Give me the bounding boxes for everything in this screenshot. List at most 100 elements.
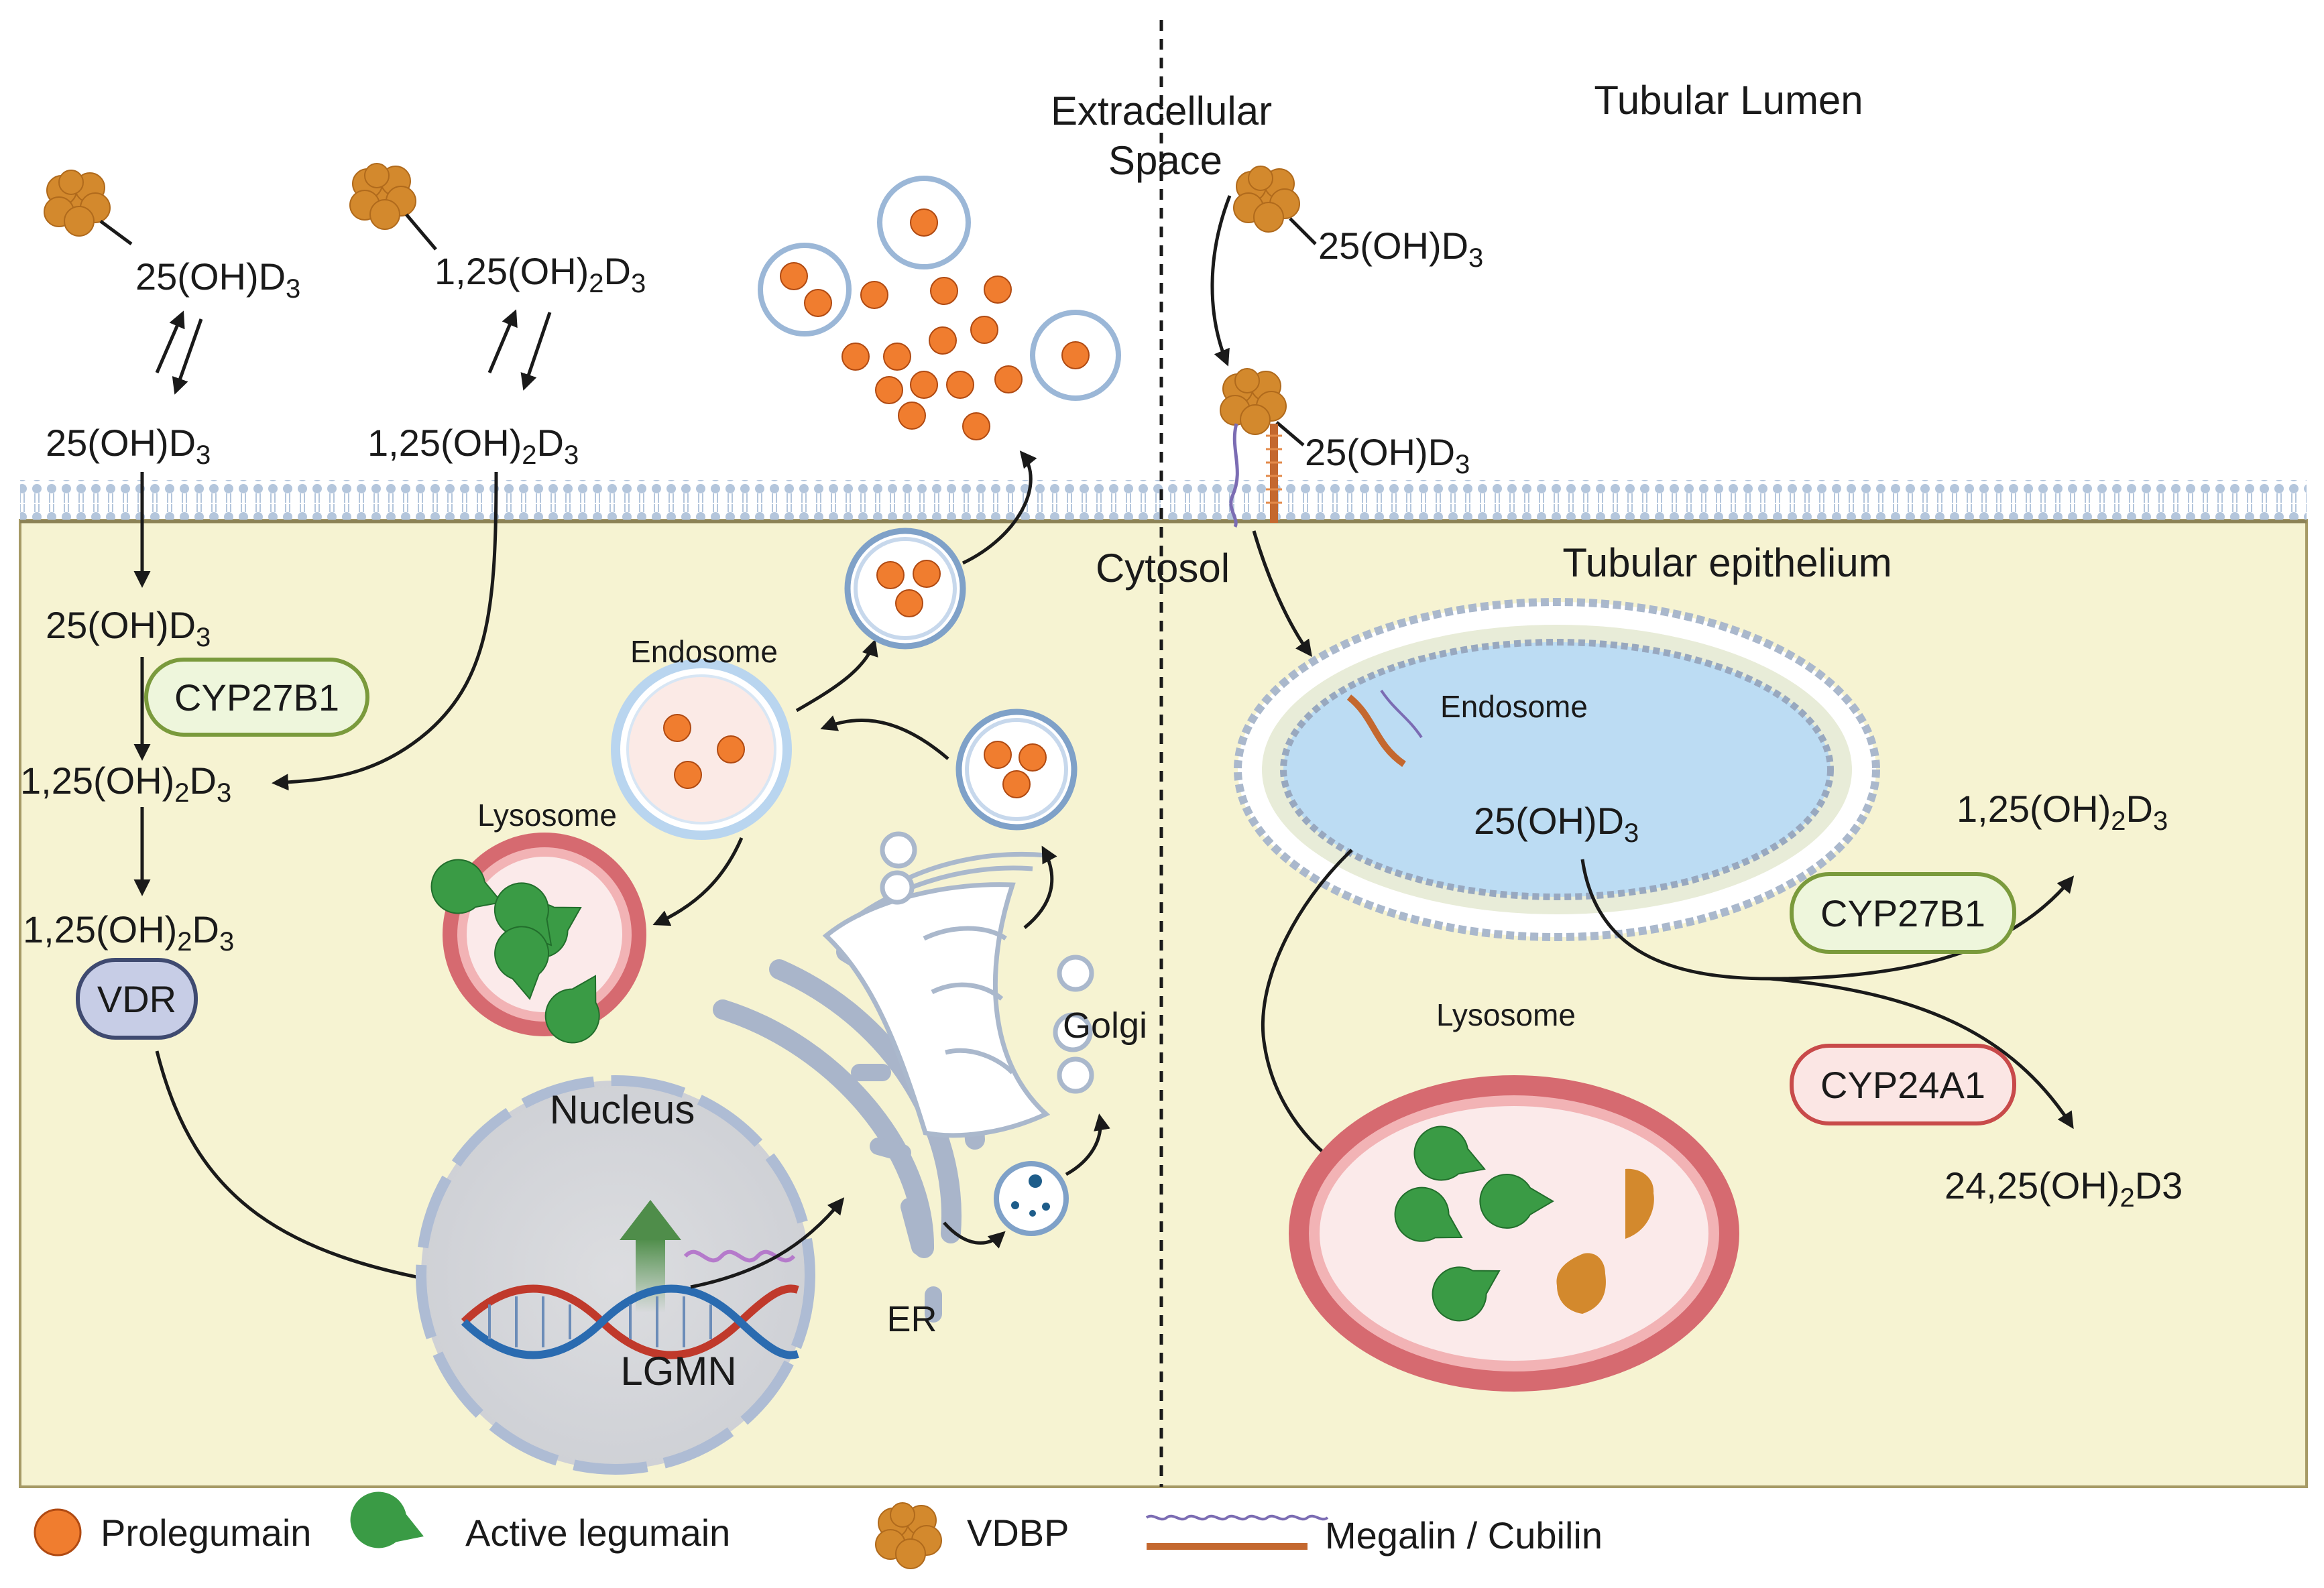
svg-text:24,25(OH)2D3: 24,25(OH)2D3 (1944, 1164, 2183, 1213)
active-legumain-icon (430, 859, 503, 914)
label-125ohd3-vdr: 1,25(OH)2D3 (23, 908, 234, 957)
vdbp-icon (44, 170, 111, 237)
prolegumain-icon (717, 735, 745, 764)
svg-text:Megalin / Cubilin: Megalin / Cubilin (1325, 1514, 1603, 1556)
svg-text:25(OH)D3: 25(OH)D3 (46, 422, 211, 470)
label-25ohd3-bound: 25(OH)D3 (135, 255, 300, 304)
legend: Prolegumain Active legumain VDBP Megalin… (34, 1491, 1603, 1569)
prolegumain-icon (984, 276, 1012, 304)
lgmn-gene-label: LGMN (620, 1349, 736, 1394)
golgi-vesicle (955, 709, 1078, 831)
svg-text:Nucleus: Nucleus (550, 1087, 695, 1132)
active-legumain-icon (1432, 1266, 1501, 1322)
megalin-receptor (1229, 423, 1282, 528)
prolegumain-icon (841, 343, 870, 371)
label-25ohd3-receptor: 25(OH)D3 (1305, 431, 1470, 479)
prolegumain-icon (674, 761, 702, 789)
active-legumain-icon (544, 975, 600, 1044)
nucleus: Nucleus (416, 1075, 815, 1475)
er-vesicle (994, 1161, 1069, 1236)
legend-vdbp-icon (875, 1502, 942, 1569)
active-legumain-icon (494, 926, 550, 1000)
endosome-left-label: Endosome (630, 634, 778, 669)
prolegumain-icon (780, 262, 808, 290)
svg-text:25(OH)D3: 25(OH)D3 (1318, 225, 1483, 273)
cyp24a1-badge: CYP24A1 (1790, 1044, 2016, 1125)
svg-text:1,25(OH)2D3: 1,25(OH)2D3 (434, 250, 646, 298)
megalin-receptor (1380, 689, 1423, 739)
legend-prolegumain-icon (34, 1508, 82, 1556)
cyp27b1-badge: CYP27B1 (144, 658, 369, 737)
prolegumain-icon (962, 412, 990, 440)
svg-text:Active legumain: Active legumain (465, 1512, 730, 1554)
svg-text:1,25(OH)2D3: 1,25(OH)2D3 (23, 908, 234, 957)
svg-text:CYP27B1: CYP27B1 (1820, 892, 1985, 934)
prolegumain-icon (910, 371, 938, 399)
legend-megalin-cubilin-icon (1145, 1514, 1329, 1550)
cytosol-label: Cytosol (1096, 546, 1230, 591)
lysosome-right-label: Lysosome (1436, 997, 1576, 1032)
svg-text:Prolegumain: Prolegumain (101, 1512, 311, 1554)
lysosome-left-label: Lysosome (477, 798, 617, 833)
secretory-vesicle (844, 528, 966, 650)
golgi (822, 831, 1094, 1138)
prolegumain-icon (876, 561, 905, 589)
active-legumain-icon (1394, 1186, 1463, 1242)
svg-text:25(OH)D3: 25(OH)D3 (1474, 800, 1639, 848)
megalin-receptor (1346, 694, 1406, 768)
label-125ohd3-bound: 1,25(OH)2D3 (434, 250, 646, 298)
prolegumain-icon (663, 714, 691, 742)
degraded-vdbp-icon (1556, 1168, 1654, 1314)
plasma-membrane (20, 480, 2307, 522)
vdr-badge: VDR (76, 958, 198, 1040)
vdbp-icon (349, 163, 416, 230)
prolegumain-icon (1002, 770, 1031, 798)
lysosome-right (1289, 1075, 1739, 1392)
label-25ohd3-free: 25(OH)D3 (46, 422, 211, 470)
label-125ohd3-right: 1,25(OH)2D3 (1957, 788, 2168, 836)
active-legumain-icon (1413, 1125, 1486, 1181)
extracellular-label-2: Space (1108, 138, 1222, 183)
prolegumain-icon (910, 208, 938, 237)
er-label: ER (886, 1299, 937, 1339)
prolegumain-icon (929, 326, 957, 355)
label-25ohd3-endosome: 25(OH)D3 (1474, 800, 1639, 848)
prolegumain-icon (984, 741, 1012, 769)
prolegumain-icon (895, 589, 923, 617)
prolegumain-icon (860, 281, 888, 309)
tubular-lumen-label: Tubular Lumen (1594, 78, 1863, 123)
prolegumain-icon (1019, 743, 1047, 772)
prolegumain-icon (913, 560, 941, 588)
svg-text:1,25(OH)2D3: 1,25(OH)2D3 (367, 422, 579, 470)
prolegumain-icon (946, 371, 974, 399)
svg-text:VDBP: VDBP (967, 1512, 1069, 1554)
er (851, 1064, 942, 1323)
prolegumain-icon (1061, 341, 1090, 369)
svg-text:25(OH)D3: 25(OH)D3 (46, 604, 211, 652)
prolegumain-icon (875, 376, 903, 404)
active-legumain-icon (1479, 1174, 1554, 1229)
prolegumain-icon (970, 316, 998, 344)
dna-icon (461, 1284, 799, 1359)
label-25ohd3-cytosol: 25(OH)D3 (46, 604, 211, 652)
svg-text:25(OH)D3: 25(OH)D3 (135, 255, 300, 304)
vdbp-icon (1220, 368, 1287, 435)
upregulation-arrow-icon (620, 1200, 681, 1240)
prolegumain-icon (994, 365, 1023, 393)
vdbp-icon (1233, 166, 1300, 233)
svg-text:CYP27B1: CYP27B1 (174, 676, 339, 719)
dna-icon (461, 1284, 799, 1359)
label-125ohd3-free: 1,25(OH)2D3 (367, 422, 579, 470)
cytoplasm (19, 519, 2308, 1488)
prolegumain-icon (898, 402, 926, 430)
prolegumain-icon (930, 277, 958, 305)
golgi-label: Golgi (1063, 1005, 1147, 1046)
svg-text:CYP24A1: CYP24A1 (1820, 1064, 1985, 1106)
upregulation-arrow-shaft (636, 1239, 665, 1312)
label-2425ohd3-right: 24,25(OH)2D3 (1944, 1164, 2183, 1213)
endosome-left (611, 659, 792, 840)
prolegumain-icon (883, 343, 911, 371)
endosome-right-label: Endosome (1440, 689, 1588, 724)
label-125ohd3-product: 1,25(OH)2D3 (20, 759, 231, 808)
